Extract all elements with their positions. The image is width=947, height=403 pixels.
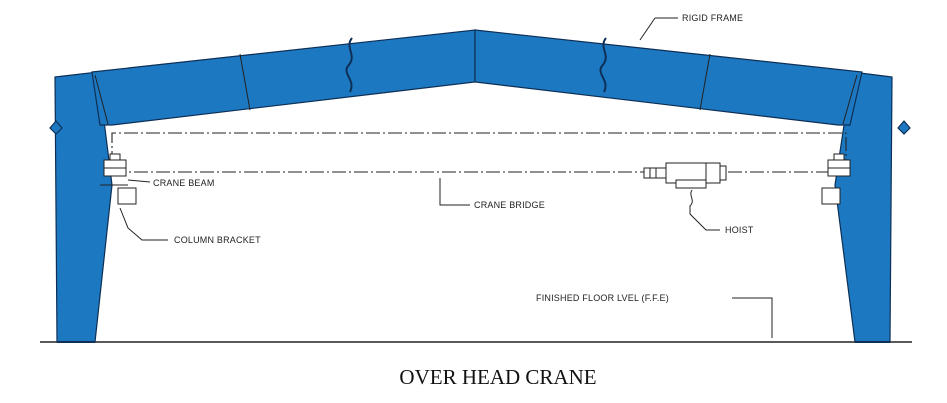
right-break-symbol <box>599 37 607 93</box>
left-break-symbol <box>345 37 353 93</box>
diagram-caption: OVER HEAD CRANE <box>399 365 596 389</box>
rafter-splice-2 <box>699 53 711 111</box>
hoist-trolley <box>643 162 727 189</box>
right-knee-detail <box>897 120 911 135</box>
label-crane-beam: CRANE BEAM <box>153 178 215 188</box>
label-rigid-frame: RIGID FRAME <box>682 13 743 23</box>
right-crane-beam <box>821 153 851 205</box>
floor-leader <box>732 297 773 338</box>
right-rafter <box>474 29 863 126</box>
column-bracket-leader <box>119 207 168 241</box>
label-column-bracket: COLUMN BRACKET <box>174 235 261 245</box>
left-rafter <box>91 29 476 126</box>
crane-beam-leader <box>127 179 151 183</box>
rafter-splice-1 <box>239 53 251 111</box>
left-column <box>54 71 113 343</box>
left-haunch-line <box>94 74 109 125</box>
crane-bridge-leader <box>439 178 470 206</box>
right-haunch-line <box>842 74 858 125</box>
left-crane-beam <box>100 153 137 205</box>
left-knee-detail <box>49 120 63 135</box>
crane-rail-upper <box>111 132 847 165</box>
hoist-leader <box>689 189 720 231</box>
label-hoist: HOIST <box>725 225 754 235</box>
rigid-frame-leader <box>639 17 656 41</box>
label-crane-bridge: CRANE BRIDGE <box>474 200 545 210</box>
label-finished-floor: FINISHED FLOOR LVEL (F.F.E) <box>536 293 669 303</box>
